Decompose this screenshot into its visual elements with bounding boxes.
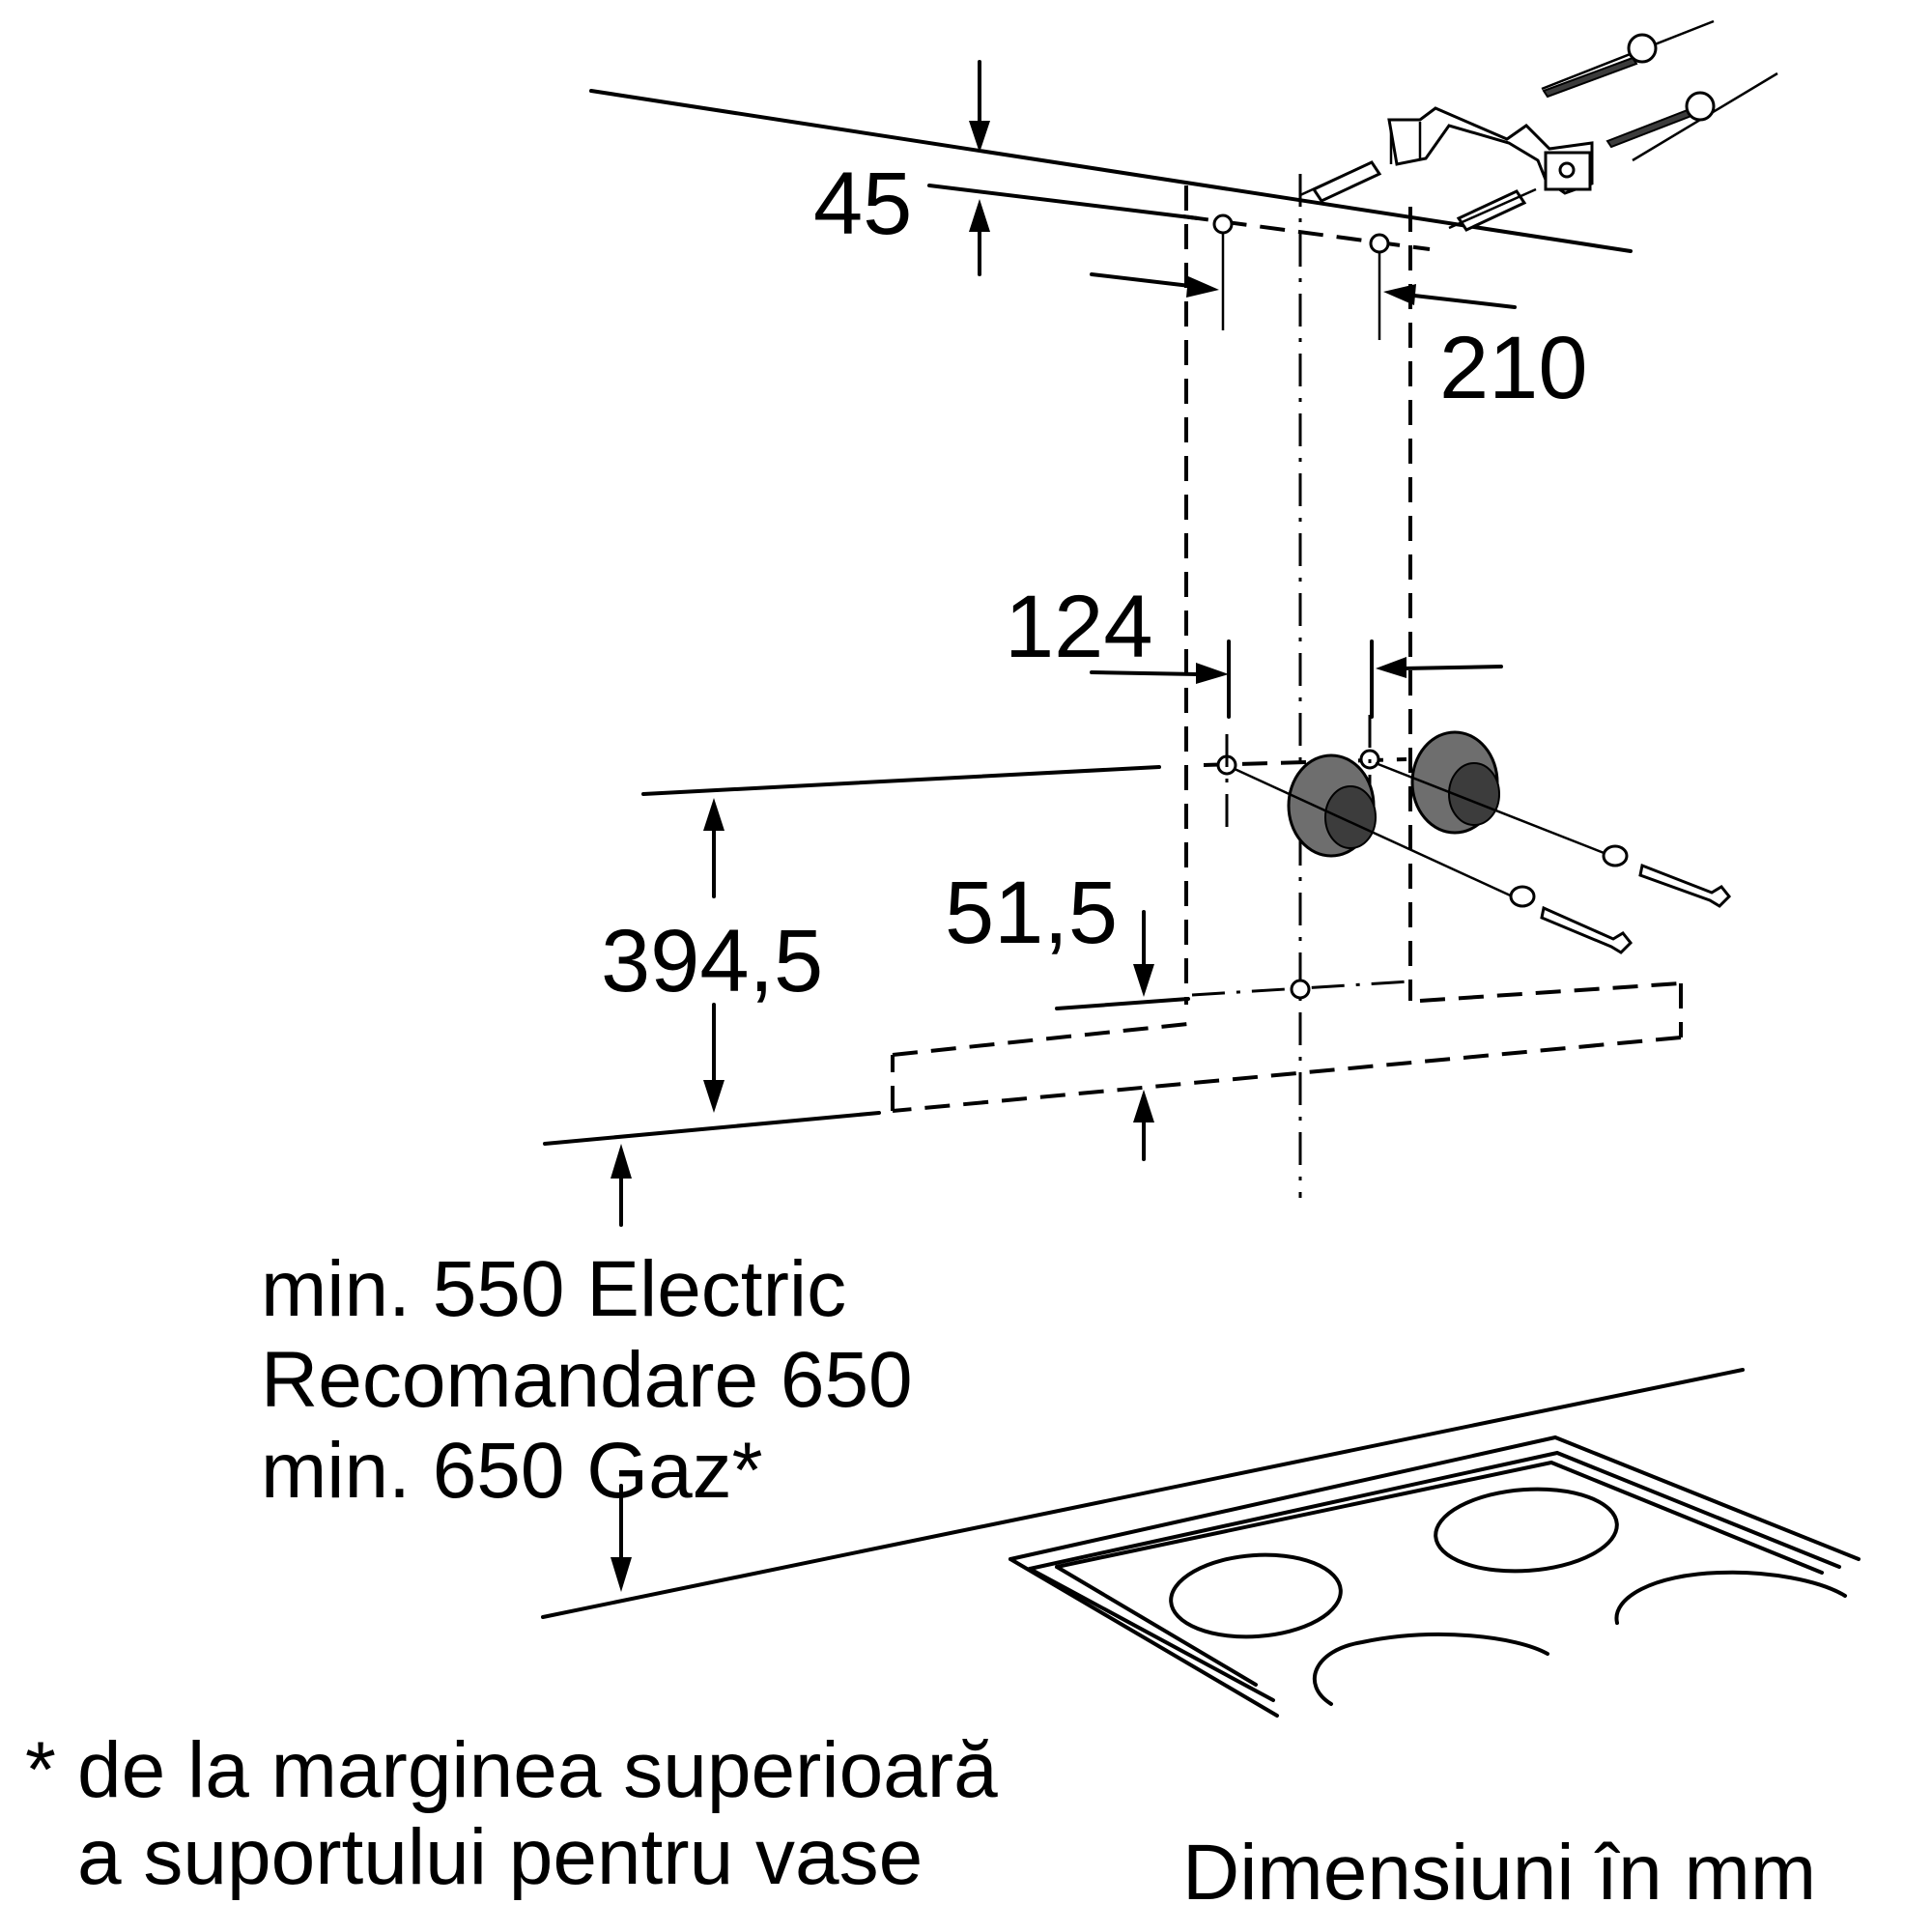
dim-124-label: 124: [1005, 578, 1153, 676]
lower-wall-plug-1: [1234, 753, 1634, 954]
burner-left-front: [1312, 1633, 1549, 1706]
dimension-51-5: 51,5: [945, 864, 1190, 1161]
dim-210-label: 210: [1439, 319, 1588, 417]
dimension-394-5: 394,5: [601, 798, 823, 1113]
hood-top-dashline: [1191, 980, 1411, 997]
dim-394-5-label: 394,5: [601, 912, 823, 1010]
top-bracket-assembly: [1299, 19, 1778, 232]
units-note: Dimensiuni în mm: [1182, 1829, 1816, 1917]
dimension-45: 45: [813, 60, 1200, 276]
dim-51-5-label: 51,5: [945, 864, 1118, 962]
lower-wall-plug-2: [1375, 730, 1732, 908]
clearance-dimension: [611, 1144, 632, 1592]
burner-right-back: [1434, 1487, 1619, 1574]
burner-right-front: [1614, 1570, 1847, 1625]
center-hole: [1290, 979, 1311, 1000]
dimension-210: 210: [1090, 272, 1588, 417]
upper-hole-left: [1212, 213, 1234, 235]
footnote-line-1: de la marginea superioară: [77, 1726, 998, 1814]
clearance-line-3: min. 650 Gaz*: [261, 1427, 763, 1515]
footnote-line-2: a suportului pentru vase: [77, 1813, 923, 1901]
reference-line-lower: [543, 1111, 881, 1146]
footnote-star: *: [25, 1726, 56, 1814]
upper-hole-right: [1369, 233, 1390, 254]
dimension-124: 124: [1005, 578, 1503, 719]
clearance-line-2: Recomandare 650: [261, 1336, 913, 1424]
cooktop-reference-line: [541, 1368, 1745, 1619]
clearance-line-1: min. 550 Electric: [261, 1245, 846, 1333]
reference-line-upper: [641, 765, 1161, 796]
burner-left-back: [1169, 1552, 1343, 1639]
cooktop: [1009, 1435, 1861, 1718]
dim-45-label: 45: [813, 155, 912, 253]
